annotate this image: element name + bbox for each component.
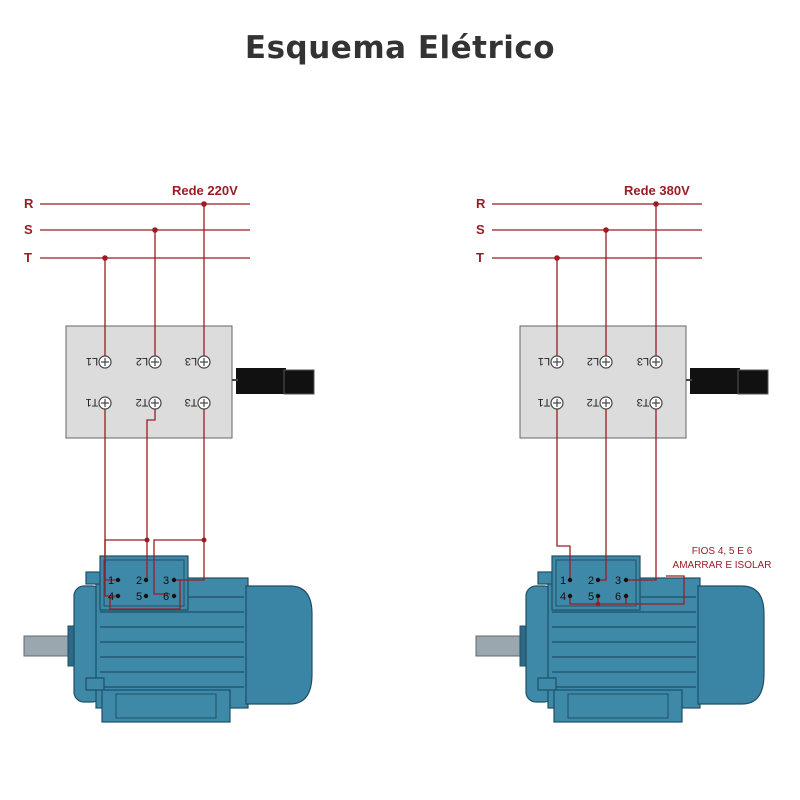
phase-label-s: S	[24, 222, 33, 237]
terminal-l3: L3	[637, 355, 649, 367]
switch-box-220v	[65, 325, 315, 439]
network-label: Rede 220V	[172, 183, 238, 198]
motor-shaft	[475, 635, 525, 657]
motor-terminal-5: 5	[588, 591, 594, 603]
terminal-l1: L1	[538, 355, 550, 367]
motor-base-inner	[115, 693, 217, 719]
switch-box	[65, 325, 233, 439]
motor-terminal-box	[99, 555, 189, 611]
wiring-380v	[556, 204, 685, 605]
box-terminals: L1 L2 L3 T1 T2 T3	[538, 355, 663, 410]
phase-label-r: R	[24, 196, 34, 211]
motor-terminals-220v: 1 2 3 4 5 6	[108, 575, 177, 603]
motor-fan-cover	[697, 585, 765, 705]
motor-terminal-4: 4	[108, 591, 114, 603]
network-label: Rede 380V	[624, 183, 690, 198]
terminal-l2: L2	[587, 355, 599, 367]
terminal-t2: T2	[136, 396, 149, 408]
note-line-1: FIOS 4, 5 E 6	[692, 546, 753, 557]
terminal-t1: T1	[538, 396, 551, 408]
motor-terminal-4: 4	[560, 591, 566, 603]
note-line-2: AMARRAR E ISOLAR	[673, 560, 772, 571]
cable-gland	[690, 368, 740, 394]
terminal-l1: L1	[86, 355, 98, 367]
motor-terminal-box	[551, 555, 641, 611]
phase-lines	[40, 203, 250, 259]
junctions-220v	[102, 201, 207, 543]
motor-terminal-6: 6	[615, 591, 621, 603]
phase-lines	[492, 203, 702, 259]
motor-terminals-380v: 1 2 3 4 5 6	[560, 575, 629, 603]
switch-box-380v	[519, 325, 769, 439]
motor-380v	[475, 555, 765, 723]
terminal-t3: T3	[637, 396, 650, 408]
phase-label-s: S	[476, 222, 485, 237]
terminal-l3: L3	[185, 355, 197, 367]
motor-terminal-1: 1	[108, 575, 114, 587]
terminal-t2: T2	[587, 396, 600, 408]
terminal-t3: T3	[185, 396, 198, 408]
cooling-fins	[552, 596, 696, 688]
terminal-t1: T1	[86, 396, 99, 408]
motor-220v	[23, 555, 313, 723]
box-terminals: L1 L2 L3 T1 T2 T3	[86, 355, 211, 410]
diagram-220v: R S T Rede 220V	[23, 183, 315, 723]
phase-label-t: T	[24, 250, 32, 265]
terminal-l2: L2	[136, 355, 148, 367]
motor-terminal-2: 2	[136, 575, 142, 587]
motor-terminal-3: 3	[163, 575, 169, 587]
phase-label-r: R	[476, 196, 486, 211]
motor-terminal-3: 3	[615, 575, 621, 587]
motor-terminal-1: 1	[560, 575, 566, 587]
diagram-380v: R S T Rede 380V	[475, 183, 772, 723]
junctions-380v	[554, 201, 659, 607]
cable-gland	[236, 368, 286, 394]
motor-terminal-6: 6	[163, 591, 169, 603]
motor-shaft	[23, 635, 73, 657]
motor-terminal-2: 2	[588, 575, 594, 587]
motor-base-inner	[567, 693, 669, 719]
switch-box	[519, 325, 687, 439]
motor-terminal-5: 5	[136, 591, 142, 603]
motor-fan-cover	[245, 585, 313, 705]
phase-label-t: T	[476, 250, 484, 265]
page-title: Esquema Elétrico	[244, 30, 556, 66]
